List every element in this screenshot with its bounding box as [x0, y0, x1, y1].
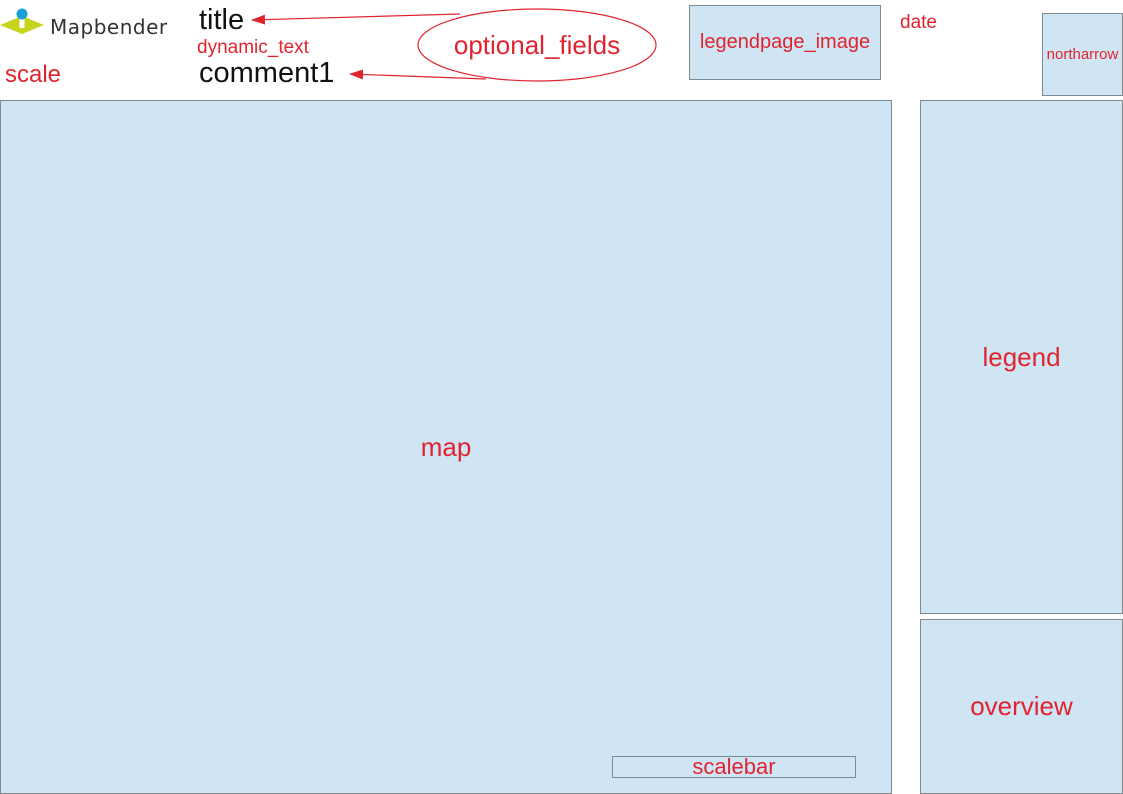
legend-label: legend [982, 341, 1061, 372]
legendpage-image-box: legendpage_image [689, 5, 881, 80]
comment1-field: comment1 [199, 57, 335, 89]
mapbender-logo: Mapbender [0, 6, 170, 40]
overview-box: overview [920, 619, 1123, 794]
northarrow-label: northarrow [1046, 46, 1119, 63]
map-label: map [420, 431, 472, 462]
legendpage-image-label: legendpage_image [699, 31, 871, 53]
overview-label: overview [970, 691, 1073, 721]
scalebar-box: scalebar [612, 754, 856, 779]
northarrow-box: northarrow [1042, 13, 1123, 96]
mapbender-logo-icon [0, 8, 44, 34]
title-field: title [199, 4, 245, 36]
scale-field: scale [5, 61, 62, 88]
scalebar-label: scalebar [692, 754, 776, 779]
dynamic-text-field: dynamic_text [197, 37, 309, 58]
logo-wordmark: Mapbender [50, 15, 168, 39]
legend-box: legend [920, 100, 1123, 614]
date-field: date [900, 12, 937, 33]
map-box: map [0, 100, 892, 794]
optional-fields-label: optional_fields [453, 29, 621, 60]
